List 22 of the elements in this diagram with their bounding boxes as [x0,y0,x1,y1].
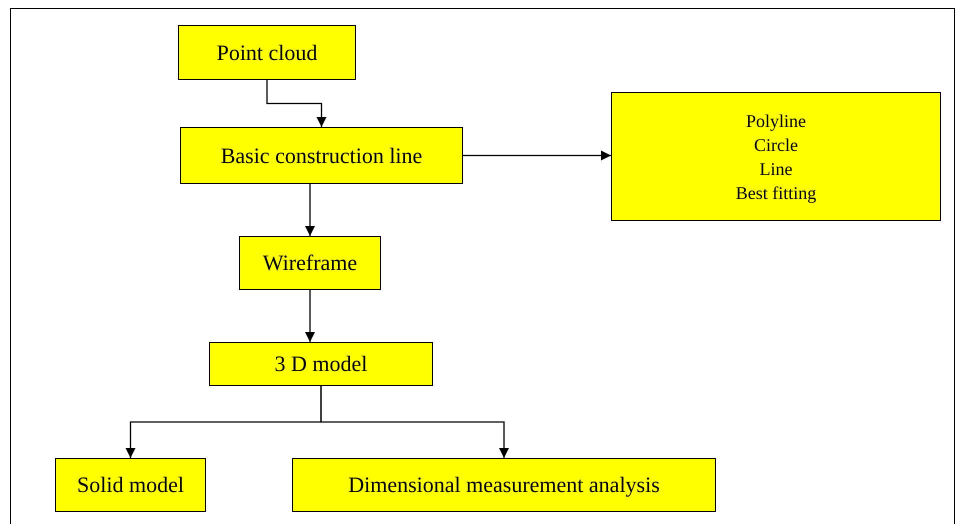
box-text: Solid model [77,472,184,498]
process-box [239,236,381,290]
box-text: 3 D model [274,351,368,377]
box-text: Wireframe [262,250,358,276]
box-text: Dimensional measurement analysis [348,472,660,498]
box-text: Polyline [746,110,806,132]
arrow [463,150,611,160]
box-text: Line [760,158,792,180]
arrow [320,386,509,458]
arrow [266,80,326,127]
box-text: Point cloud [216,40,318,66]
arrow [305,184,315,236]
process-box [178,25,356,80]
arrow [305,290,315,342]
box-text: Basic construction line [220,142,422,168]
process-box [611,92,941,221]
box-text: Circle [754,134,798,156]
process-box [55,458,206,512]
process-box [209,342,433,386]
process-box [292,458,716,512]
box-text: Best fitting [736,182,816,204]
process-box [180,127,463,184]
